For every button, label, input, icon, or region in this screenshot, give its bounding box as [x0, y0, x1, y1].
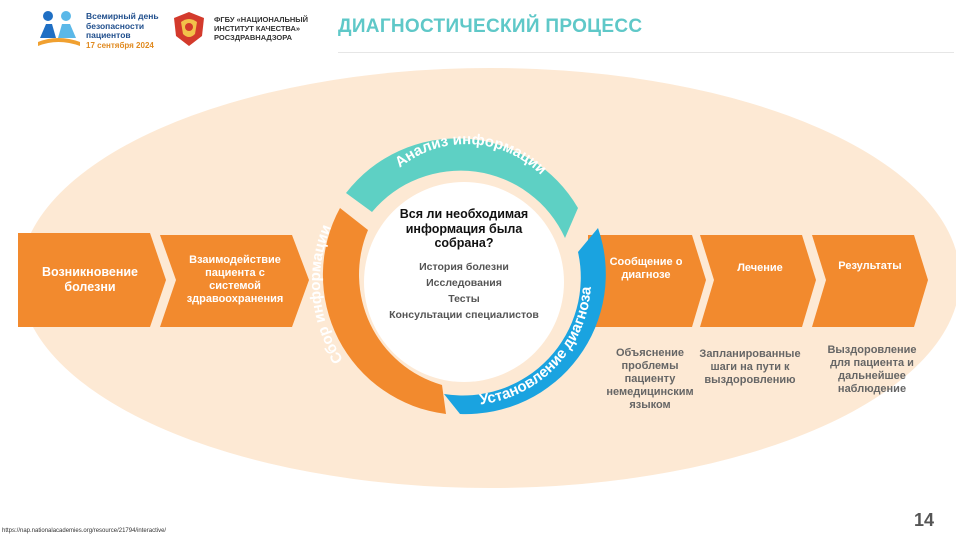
center-circle	[364, 182, 564, 382]
step-results-shape	[812, 235, 928, 327]
event-line: пациентов	[86, 30, 131, 40]
org-line: РОСЗДРАВНАДЗОРА	[214, 33, 293, 42]
center-item: Исследования	[426, 277, 502, 289]
step-interaction-shape	[160, 235, 309, 327]
step-interaction-label: Взаимодействие пациента с системой здрав…	[186, 254, 284, 305]
event-name: Всемирный день безопасности пациентов 17…	[86, 11, 159, 50]
patient-safety-day-logo	[38, 11, 80, 46]
center-item: Тесты	[448, 293, 480, 305]
treatment-subtext: Запланированные шаги на пути к выздоровл…	[699, 348, 801, 386]
page-number: 14	[914, 510, 935, 530]
center-item: Консультации специалистов	[389, 309, 539, 321]
org-line: ФГБУ «НАЦИОНАЛЬНЫЙ	[214, 15, 309, 24]
event-line: безопасности	[86, 20, 145, 31]
step-treatment-shape	[700, 235, 816, 327]
center-items-list: История болезни Исследования Тесты Консу…	[376, 261, 552, 321]
center-question: Вся ли необходимая информация была собра…	[399, 207, 529, 250]
step-results-label: Результаты	[838, 260, 902, 272]
step-treatment-label: Лечение	[737, 262, 783, 274]
title-divider	[338, 52, 954, 53]
step-onset-shape	[18, 233, 166, 327]
step-onset-label: Возникновение болезни	[41, 265, 139, 294]
source-link[interactable]: https://nap.nationalacademies.org/resour…	[2, 528, 167, 534]
page-title: ДИАГНОСТИЧЕСКИЙ ПРОЦЕСС	[338, 16, 643, 37]
center-item: История болезни	[419, 261, 509, 273]
event-line: Всемирный день	[86, 11, 159, 21]
emblem-icon	[174, 12, 204, 46]
analysis-arc	[346, 138, 578, 238]
event-date: 17 сентября 2024	[86, 40, 154, 50]
step-communication-label: Сообщение о диагнозе	[609, 256, 683, 281]
org-name: ФГБУ «НАЦИОНАЛЬНЫЙ ИНСТИТУТ КАЧЕСТВА» РО…	[214, 15, 308, 42]
diagnosis-arc	[444, 228, 606, 415]
collection-arc	[322, 208, 446, 414]
communication-subtext: Объяснение проблемы пациенту немедицинск…	[606, 347, 694, 411]
org-line: ИНСТИТУТ КАЧЕСТВА»	[214, 24, 301, 33]
step-communication-shape	[588, 235, 706, 327]
results-subtext: Выздоровление для пациента и дальнейшее …	[827, 344, 917, 395]
